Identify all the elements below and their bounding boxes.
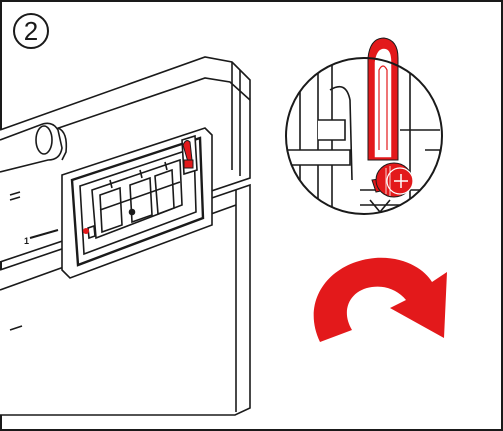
- step-number: 2: [24, 16, 38, 46]
- clip-marker: [83, 228, 89, 234]
- flush-plate-frame: [61, 127, 213, 279]
- panel-marking: 1: [24, 236, 29, 246]
- detail-zoom-circle: [285, 37, 443, 215]
- release-lever: [367, 37, 407, 193]
- rotate-clockwise-arrow-icon: [313, 257, 447, 342]
- lever-detail-small: [83, 140, 194, 234]
- step-badge: 2: [13, 13, 49, 49]
- lever-knob: [375, 162, 414, 198]
